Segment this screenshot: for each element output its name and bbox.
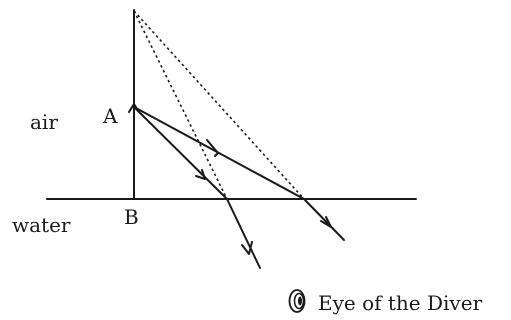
air-label: air: [30, 110, 58, 134]
ray-1-refracted: [226, 198, 261, 269]
eye-label: Eye of the Diver: [318, 291, 483, 315]
point-a-label: A: [103, 104, 118, 128]
ray-2-refracted: [303, 198, 345, 241]
ray-2-refracted-arrowhead: [320, 216, 332, 228]
water-label: water: [12, 213, 71, 237]
ray-1-refracted-arrowhead: [241, 241, 253, 255]
virtual-ray-1: [133, 10, 228, 200]
ray-1-arrowhead: [195, 169, 206, 180]
point-b-label: B: [124, 205, 139, 229]
ray-1-incident: [133, 106, 228, 200]
ray-2-arrowhead: [206, 139, 219, 157]
virtual-ray-2: [133, 10, 305, 200]
eye-icon: [288, 289, 306, 313]
